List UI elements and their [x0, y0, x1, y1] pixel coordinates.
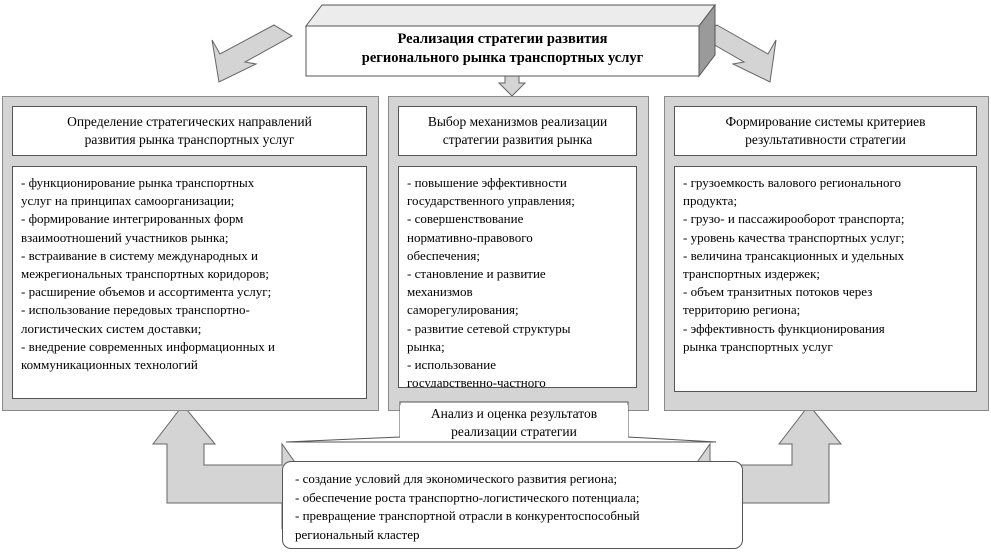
list-item: - создание условий для экономического ра…: [295, 471, 618, 486]
left-panel-list: - функционирование рынка транспортных ус…: [12, 166, 367, 399]
list-item: - функционирование рынка транспортных: [21, 175, 255, 190]
middle-panel-header: Выбор механизмов реализации стратегии ра…: [398, 106, 637, 156]
list-item: - развитие сетевой структуры: [407, 320, 571, 336]
list-item: - становление и развитие: [407, 266, 546, 282]
list-item: - внедрение современных информационных и: [21, 338, 275, 354]
list-item: саморегулирования;: [407, 302, 519, 318]
list-item: - повышение эффективности: [407, 175, 567, 190]
list-item: коммуникационных технологий: [21, 357, 198, 373]
list-item: - грузоемкость валового регионального: [683, 175, 901, 190]
list-item: - обеспечение роста транспортно-логистич…: [295, 489, 640, 505]
page-title: Реализация стратегии развития региональн…: [306, 30, 699, 68]
list-item: - превращение транспортной отрасли в кон…: [295, 508, 640, 523]
list-item: - эффективность функционирования: [683, 320, 885, 336]
list-item: - объем транзитных потоков через: [683, 284, 873, 300]
analysis-line-2: реализации стратегии: [451, 424, 577, 439]
list-item: нормативно-правового: [407, 229, 533, 245]
analysis-label: Анализ и оценка результатов реализации с…: [400, 405, 628, 441]
list-item: межрегиональных транспортных коридоров;: [21, 266, 269, 282]
right-panel-header: Формирование системы критериев результат…: [674, 106, 977, 156]
list-item: - совершенствование: [407, 211, 524, 227]
list-item: региональный кластер: [295, 526, 420, 542]
arrow-to-left-panel: [211, 24, 293, 83]
right-panel-list: - грузоемкость валового регионального пр…: [674, 166, 977, 392]
left-header-line-2: развития рынка транспортных услуг: [84, 132, 295, 147]
list-item: - расширение объемов и ассортимента услу…: [21, 284, 272, 300]
right-header-line-2: результативности стратегии: [745, 132, 906, 147]
list-item: взаимоотношений участников рынка;: [21, 229, 229, 245]
title-line-2: регионального рынка транспортных услуг: [361, 50, 644, 66]
list-item: - уровень качества транспортных услуг;: [683, 229, 905, 245]
arrow-to-middle-panel: [497, 75, 527, 97]
list-item: продукта;: [683, 193, 738, 209]
list-item: государственного управления;: [407, 193, 575, 209]
middle-panel-list: - повышение эффективности государственно…: [398, 166, 637, 388]
list-item: территорию региона;: [683, 302, 801, 318]
list-item: обеспечения;: [407, 247, 481, 263]
list-item: государственно-частного: [407, 375, 546, 388]
list-item: рынка транспортных услуг: [683, 338, 833, 354]
list-item: - использование передовых транспортно-: [21, 302, 250, 318]
middle-header-line-2: стратегии развития рынка: [442, 132, 593, 147]
left-header-line-1: Определение стратегических направлений: [67, 114, 312, 129]
results-box: - создание условий для экономического ра…: [282, 461, 743, 549]
list-item: механизмов: [407, 284, 473, 300]
middle-header-line-1: Выбор механизмов реализации: [427, 114, 608, 129]
title-box-front-face: [305, 25, 700, 77]
left-panel-header: Определение стратегических направлений р…: [12, 106, 367, 156]
list-item: - формирование интегрированных форм: [21, 211, 244, 227]
right-header-line-1: Формирование системы критериев: [725, 114, 926, 129]
list-item: логистических систем доставки;: [21, 320, 202, 336]
list-item: транспортных издержек;: [683, 266, 820, 282]
analysis-line-1: Анализ и оценка результатов: [430, 406, 598, 421]
list-item: - величина трансакционных и удельных: [683, 247, 905, 263]
list-item: рынка;: [407, 338, 445, 354]
list-item: - использование: [407, 357, 496, 373]
list-item: - грузо- и пассажирооборот транспорта;: [683, 211, 905, 227]
list-item: - встраивание в систему международных и: [21, 247, 258, 263]
title-line-1: Реализация стратегии развития: [397, 31, 608, 47]
list-item: услуг на принципах самоорганизации;: [21, 193, 235, 209]
